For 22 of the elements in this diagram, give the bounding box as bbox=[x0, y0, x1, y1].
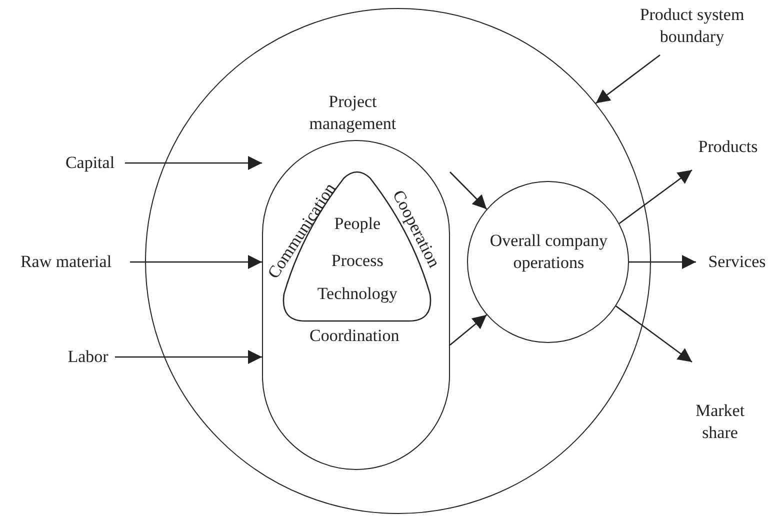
item-label: People bbox=[334, 214, 382, 234]
arrow bbox=[595, 54, 660, 104]
node-label: Overall company operations bbox=[488, 230, 608, 274]
arrow bbox=[629, 255, 696, 269]
text-label: Capital bbox=[56, 152, 124, 174]
item-label: Technology bbox=[316, 283, 398, 306]
arrow bbox=[450, 172, 488, 210]
arrow bbox=[130, 255, 262, 269]
arrow bbox=[616, 306, 692, 363]
text-label: Labor bbox=[62, 346, 114, 368]
operations-circle bbox=[466, 180, 629, 343]
text-label: Raw material bbox=[4, 251, 128, 273]
text-label: Services bbox=[698, 251, 776, 273]
arrow bbox=[618, 169, 692, 224]
arrow bbox=[115, 350, 262, 364]
arrow bbox=[125, 156, 262, 170]
text-label: Products bbox=[686, 136, 770, 158]
text-label: Market share bbox=[688, 400, 752, 444]
arrow bbox=[450, 314, 488, 346]
side-label: Coordination bbox=[308, 325, 400, 348]
heading: Project management bbox=[308, 90, 398, 135]
text-label: Product system boundary bbox=[612, 4, 772, 48]
